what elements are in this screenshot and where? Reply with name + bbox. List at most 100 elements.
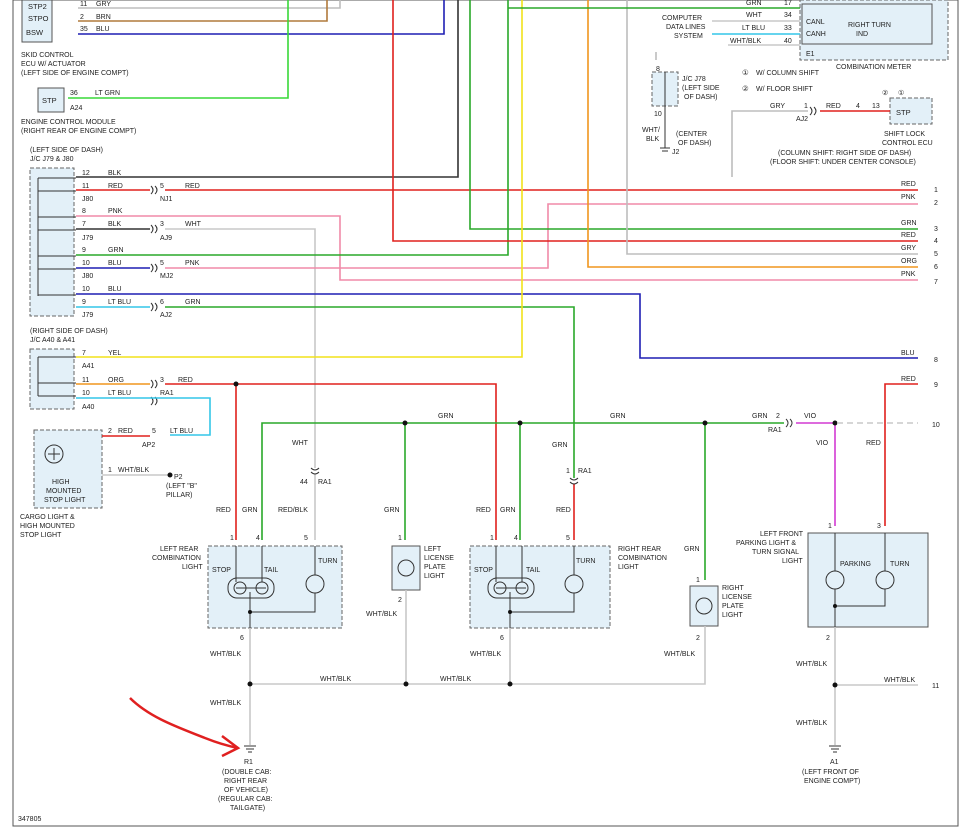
svg-text:WHT/BLK: WHT/BLK bbox=[366, 611, 397, 618]
svg-text:COMPUTER: COMPUTER bbox=[662, 15, 702, 22]
svg-text:RA1: RA1 bbox=[768, 427, 782, 434]
svg-text:STOP: STOP bbox=[474, 567, 493, 574]
svg-text:LT GRN: LT GRN bbox=[95, 90, 120, 97]
svg-text:5: 5 bbox=[566, 535, 570, 542]
bus-labels: GRN GRN GRN 2 RA1 VIO VIO RED WHT 44 RA1… bbox=[216, 413, 881, 553]
svg-text:LIGHT: LIGHT bbox=[618, 564, 639, 571]
svg-text:VIO: VIO bbox=[816, 440, 829, 447]
svg-text:RIGHT REAR: RIGHT REAR bbox=[618, 546, 661, 553]
svg-text:(COLUMN SHIFT: RIGHT SIDE OF D: (COLUMN SHIFT: RIGHT SIDE OF DASH) bbox=[778, 150, 911, 157]
svg-text:3: 3 bbox=[160, 377, 164, 384]
svg-text:6: 6 bbox=[240, 635, 244, 642]
svg-text:6: 6 bbox=[500, 635, 504, 642]
svg-text:WHT/BLK: WHT/BLK bbox=[320, 676, 351, 683]
svg-text:STOP: STOP bbox=[212, 567, 231, 574]
svg-text:11: 11 bbox=[932, 683, 939, 690]
svg-text:LEFT REAR: LEFT REAR bbox=[160, 546, 198, 553]
svg-text:RED: RED bbox=[118, 428, 133, 435]
svg-text:BLU: BLU bbox=[901, 350, 915, 357]
svg-text:1: 1 bbox=[934, 187, 938, 194]
svg-text:ORG: ORG bbox=[108, 377, 124, 384]
svg-text:9: 9 bbox=[934, 382, 938, 389]
svg-text:AP2: AP2 bbox=[142, 442, 155, 449]
svg-text:RED: RED bbox=[826, 103, 841, 110]
svg-text:TAIL: TAIL bbox=[264, 567, 278, 574]
svg-text:CANL: CANL bbox=[806, 19, 825, 26]
svg-text:(REGULAR CAB:: (REGULAR CAB: bbox=[218, 796, 273, 803]
svg-text:11: 11 bbox=[80, 1, 87, 8]
svg-text:TURN: TURN bbox=[318, 558, 337, 565]
svg-text:(DOUBLE CAB:: (DOUBLE CAB: bbox=[222, 769, 271, 776]
connector-marks bbox=[150, 185, 158, 406]
svg-text:4: 4 bbox=[934, 238, 938, 245]
svg-text:GRY: GRY bbox=[901, 245, 916, 252]
svg-text:GRY: GRY bbox=[770, 103, 785, 110]
svg-text:GRN: GRN bbox=[746, 0, 762, 7]
svg-text:GRY: GRY bbox=[96, 1, 111, 8]
annotation-arrow bbox=[129, 697, 241, 758]
svg-text:11: 11 bbox=[82, 183, 89, 190]
svg-text:R1: R1 bbox=[244, 759, 253, 766]
svg-text:①: ① bbox=[742, 68, 749, 77]
svg-text:10: 10 bbox=[932, 422, 940, 429]
svg-text:RED: RED bbox=[476, 507, 491, 514]
svg-text:STPO: STPO bbox=[28, 14, 49, 23]
svg-text:RIGHT: RIGHT bbox=[722, 585, 745, 592]
svg-text:12: 12 bbox=[82, 170, 90, 177]
svg-text:GRN: GRN bbox=[384, 507, 400, 514]
svg-text:WHT/BLK: WHT/BLK bbox=[730, 38, 761, 45]
svg-text:10: 10 bbox=[82, 286, 90, 293]
svg-text:RIGHT TURN: RIGHT TURN bbox=[848, 22, 891, 29]
svg-text:1: 1 bbox=[566, 468, 570, 475]
svg-text:RIGHT REAR: RIGHT REAR bbox=[224, 778, 267, 785]
svg-text:PLATE: PLATE bbox=[722, 603, 744, 610]
svg-text:WHT/BLK: WHT/BLK bbox=[796, 720, 827, 727]
svg-text:J/C J78: J/C J78 bbox=[682, 76, 706, 83]
svg-text:OF VEHICLE): OF VEHICLE) bbox=[224, 787, 268, 794]
svg-text:10: 10 bbox=[82, 390, 90, 397]
svg-text:WHT/BLK: WHT/BLK bbox=[884, 677, 915, 684]
svg-text:HIGH MOUNTED: HIGH MOUNTED bbox=[20, 523, 75, 530]
svg-text:(LEFT FRONT OF: (LEFT FRONT OF bbox=[802, 769, 859, 776]
svg-text:STOP LIGHT: STOP LIGHT bbox=[44, 497, 86, 504]
svg-text:AJ2: AJ2 bbox=[160, 312, 172, 319]
svg-text:ENGINE COMPT): ENGINE COMPT) bbox=[804, 778, 860, 785]
svg-text:COMBINATION: COMBINATION bbox=[152, 555, 201, 562]
svg-text:5: 5 bbox=[934, 251, 938, 258]
svg-text:J79: J79 bbox=[82, 312, 93, 319]
svg-text:②: ② bbox=[742, 84, 749, 93]
svg-text:RED/BLK: RED/BLK bbox=[278, 507, 308, 514]
svg-text:A1: A1 bbox=[830, 759, 839, 766]
svg-text:AJ9: AJ9 bbox=[160, 235, 172, 242]
svg-text:WHT/BLK: WHT/BLK bbox=[470, 651, 501, 658]
svg-text:MJ2: MJ2 bbox=[160, 273, 173, 280]
svg-text:①: ① bbox=[898, 89, 904, 97]
svg-text:WHT/BLK: WHT/BLK bbox=[664, 651, 695, 658]
junction-connector-a40-a41: (RIGHT SIDE OF DASH) J/C A40 & A41 7 YEL… bbox=[29, 328, 193, 411]
svg-text:GRN: GRN bbox=[185, 299, 201, 306]
svg-text:6: 6 bbox=[934, 264, 938, 271]
svg-text:LIGHT: LIGHT bbox=[782, 558, 803, 565]
svg-text:LICENSE: LICENSE bbox=[722, 594, 752, 601]
svg-text:②: ② bbox=[882, 89, 888, 97]
svg-text:COMBINATION METER: COMBINATION METER bbox=[836, 64, 911, 71]
svg-text:5: 5 bbox=[152, 428, 156, 435]
svg-text:RA1: RA1 bbox=[578, 468, 592, 475]
svg-text:WHT: WHT bbox=[746, 12, 763, 19]
svg-text:5: 5 bbox=[160, 183, 164, 190]
svg-text:4: 4 bbox=[514, 535, 518, 542]
svg-text:LT BLU: LT BLU bbox=[742, 25, 765, 32]
svg-text:OF DASH): OF DASH) bbox=[678, 140, 711, 147]
svg-text:GRN: GRN bbox=[610, 413, 626, 420]
svg-text:E1: E1 bbox=[806, 51, 815, 58]
svg-text:BLU: BLU bbox=[108, 286, 122, 293]
svg-text:PILLAR): PILLAR) bbox=[166, 492, 192, 499]
engine-control-module: STP 36 A24 LT GRN ENGINE CONTROL MODULE … bbox=[21, 87, 136, 135]
right-rear-combination-light: RIGHT REAR COMBINATION LIGHT STOP TAIL T… bbox=[469, 535, 667, 642]
svg-text:CANH: CANH bbox=[806, 31, 826, 38]
svg-text:LT BLU: LT BLU bbox=[108, 299, 131, 306]
svg-text:6: 6 bbox=[160, 299, 164, 306]
svg-text:13: 13 bbox=[872, 103, 880, 110]
svg-text:5: 5 bbox=[160, 260, 164, 267]
